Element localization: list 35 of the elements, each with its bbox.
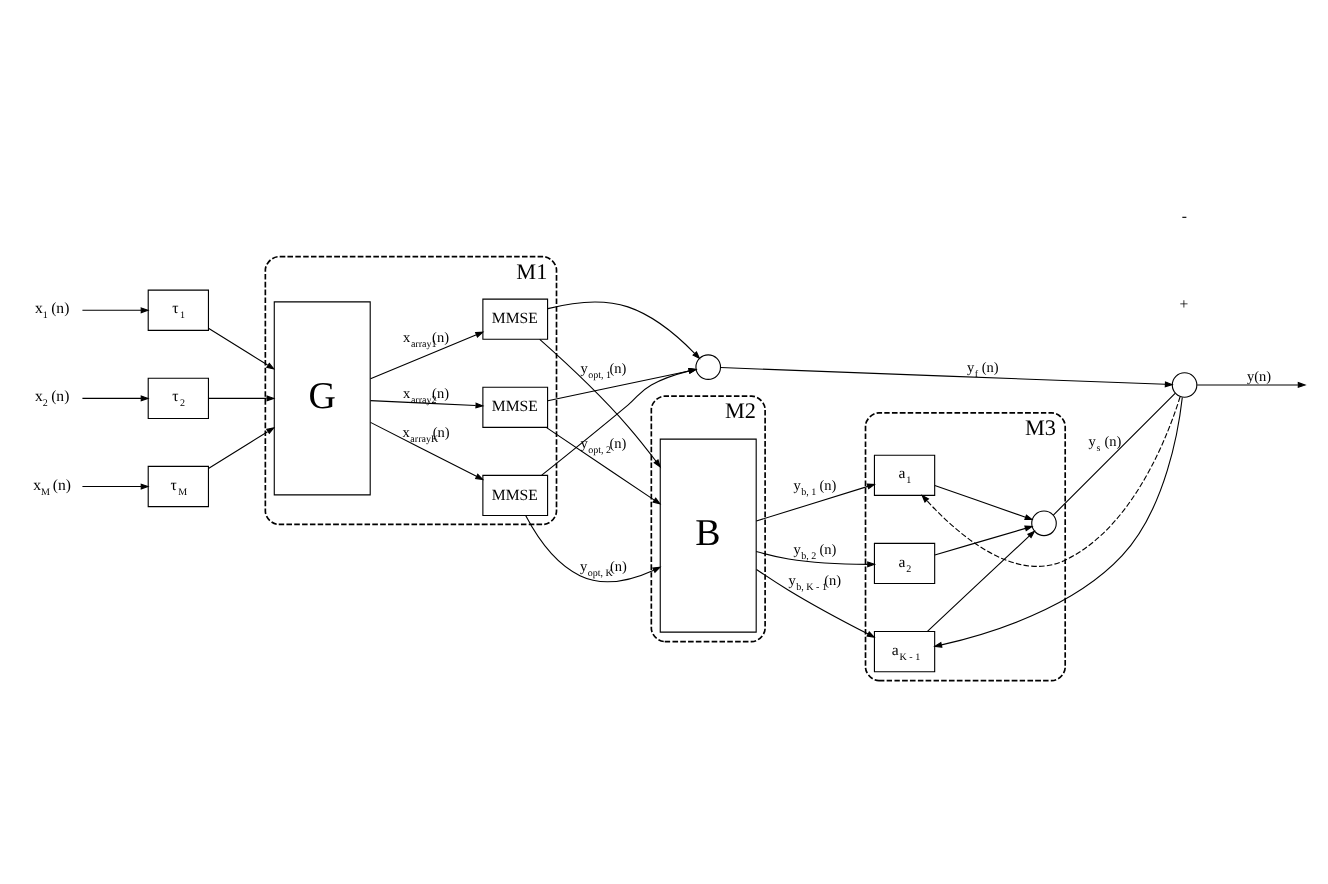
arrow [525, 514, 662, 582]
arrow [755, 550, 877, 567]
node-circle [1171, 371, 1198, 397]
label: + [1179, 293, 1189, 312]
arrow [541, 366, 698, 475]
arrow [546, 426, 662, 504]
node-circle [1031, 509, 1057, 536]
node-box: MMSE [482, 385, 549, 427]
arrow [547, 366, 698, 401]
arrow [539, 337, 662, 468]
node-box: MMSE [482, 473, 549, 516]
node-circle [695, 353, 722, 379]
arrow [926, 529, 1036, 631]
arrow [934, 483, 1034, 520]
node-box: B [659, 437, 757, 632]
arrow [720, 366, 1174, 387]
arrow [755, 567, 876, 637]
arrow [547, 300, 701, 359]
connector [1052, 391, 1176, 515]
arrow [207, 326, 276, 369]
arrow [1196, 380, 1307, 388]
arrow [933, 395, 1183, 647]
node-box: G [273, 300, 371, 495]
arrow [81, 306, 150, 313]
arrow [81, 482, 150, 489]
arrow [921, 395, 1181, 566]
arrow [207, 425, 276, 468]
arrow [934, 524, 1034, 555]
arrow [369, 330, 485, 379]
arrow [207, 394, 276, 401]
label: - [1181, 205, 1187, 224]
arrow [369, 420, 485, 480]
arrow [81, 394, 150, 401]
node-box: MMSE [482, 297, 549, 339]
arrow [755, 482, 876, 521]
